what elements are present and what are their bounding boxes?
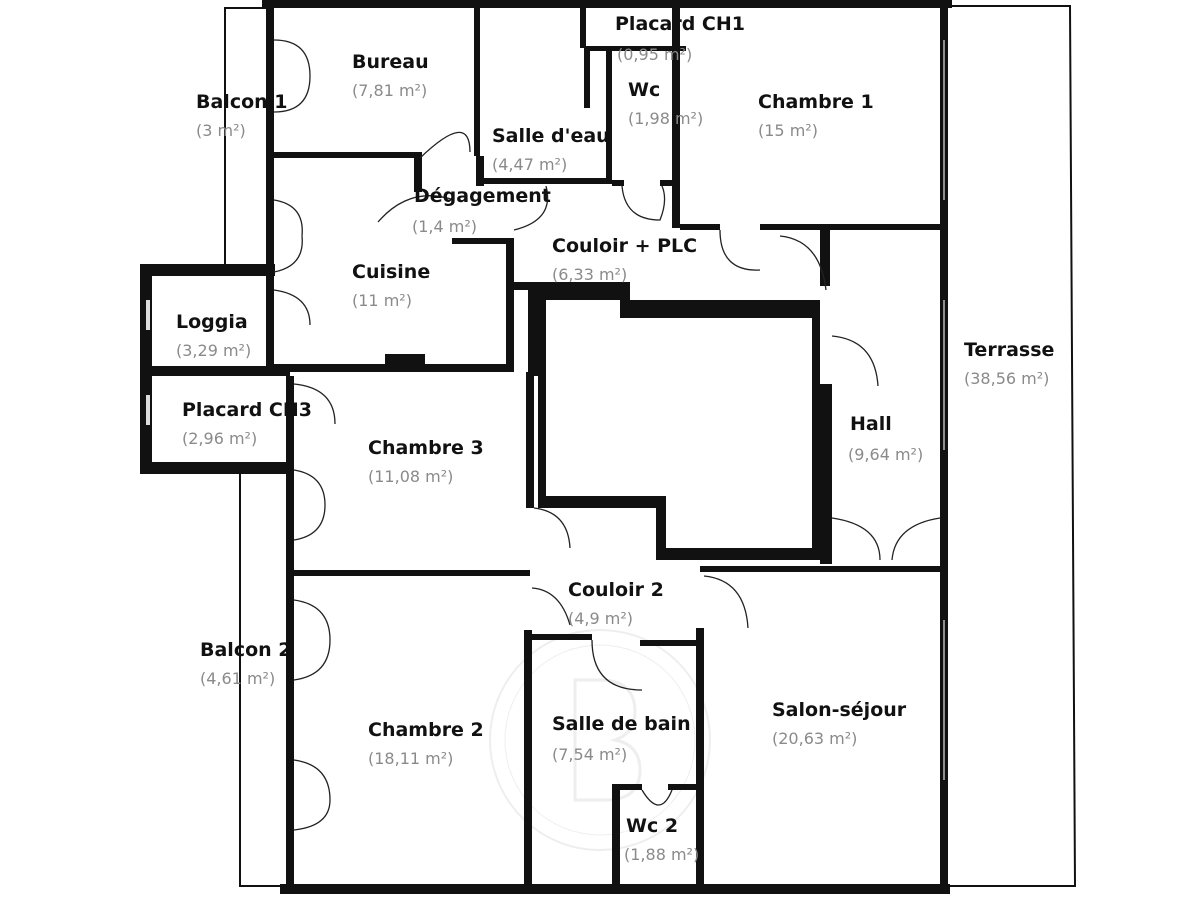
- door-swings: [273, 39, 941, 831]
- label-salle-eau: Salle d'eau: [492, 125, 610, 147]
- area-salle-eau: (4,47 m²): [492, 155, 567, 174]
- label-chambre1: Chambre 1: [758, 91, 874, 113]
- label-chambre2: Chambre 2: [368, 719, 484, 741]
- area-wc2: (1,88 m²): [624, 845, 699, 864]
- label-terrasse: Terrasse: [964, 339, 1054, 361]
- area-couloir2: (4,9 m²): [568, 609, 633, 628]
- area-salle-bain: (7,54 m²): [552, 745, 627, 764]
- area-loggia: (3,29 m²): [176, 341, 251, 360]
- windows: [146, 40, 945, 780]
- area-balcon2: (4,61 m²): [200, 669, 275, 688]
- label-couloir-plc: Couloir + PLC: [552, 235, 697, 257]
- label-placard-ch3: Placard CH3: [182, 399, 312, 421]
- label-cuisine: Cuisine: [352, 261, 430, 283]
- area-bureau: (7,81 m²): [352, 81, 427, 100]
- watermark-logo: [489, 629, 711, 851]
- label-placard-ch1: Placard CH1: [615, 13, 745, 35]
- area-terrasse: (38,56 m²): [964, 369, 1049, 388]
- area-placard-ch3: (2,96 m²): [182, 429, 257, 448]
- label-balcon1: Balcon 1: [196, 91, 288, 113]
- label-loggia: Loggia: [176, 311, 248, 333]
- label-salle-bain: Salle de bain: [552, 713, 691, 735]
- label-chambre3: Chambre 3: [368, 437, 484, 459]
- area-chambre1: (15 m²): [758, 121, 818, 140]
- area-chambre3: (11,08 m²): [368, 467, 453, 486]
- label-couloir2: Couloir 2: [568, 579, 664, 601]
- area-placard-ch1: (0,95 m²): [617, 45, 692, 64]
- room-labels: Placard CH1 (0,95 m²) Bureau (7,81 m²) B…: [176, 13, 1054, 864]
- area-salon: (20,63 m²): [772, 729, 857, 748]
- area-couloir-plc: (6,33 m²): [552, 265, 627, 284]
- area-cuisine: (11 m²): [352, 291, 412, 310]
- area-wc: (1,98 m²): [628, 109, 703, 128]
- label-balcon2: Balcon 2: [200, 639, 292, 661]
- area-balcon1: (3 m²): [196, 121, 246, 140]
- label-salon: Salon-séjour: [772, 699, 907, 721]
- area-degagement: (1,4 m²): [412, 217, 477, 236]
- walls: [140, 0, 952, 894]
- label-bureau: Bureau: [352, 51, 429, 73]
- label-hall: Hall: [850, 413, 892, 435]
- area-hall: (9,64 m²): [848, 445, 923, 464]
- area-chambre2: (18,11 m²): [368, 749, 453, 768]
- label-wc2: Wc 2: [626, 815, 678, 837]
- label-degagement: Dégagement: [414, 185, 551, 207]
- label-wc: Wc: [628, 79, 660, 101]
